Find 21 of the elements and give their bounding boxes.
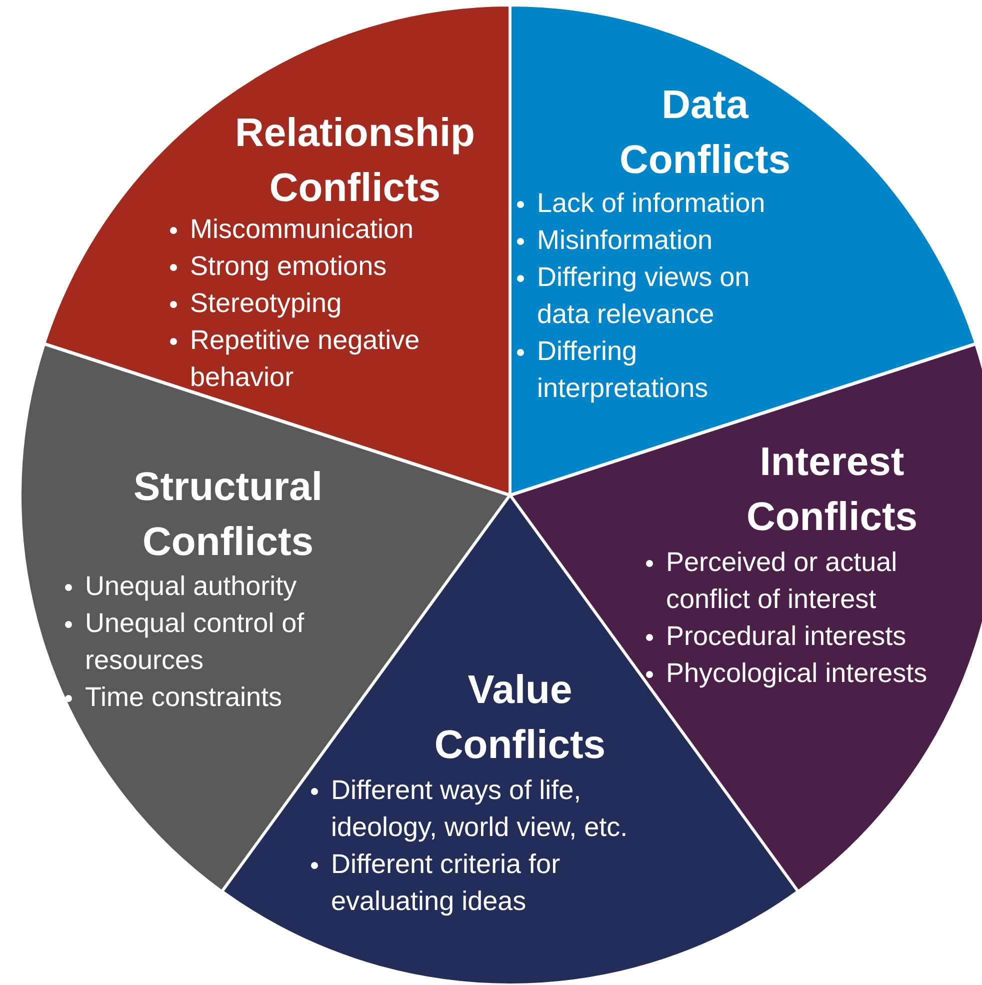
- bullet-item: Repetitive negative behavior: [190, 325, 420, 392]
- bullet-item: Differing views on data relevance: [537, 262, 750, 329]
- bullet-item: Time constraints: [85, 682, 282, 712]
- bullet-item: Strong emotions: [190, 251, 387, 281]
- bullet-item: Miscommunication: [190, 214, 414, 244]
- segment-title: Interest Conflicts: [745, 438, 919, 541]
- bullet-item: Stereotyping: [190, 288, 342, 318]
- bullet-item: Differing interpretations: [537, 336, 708, 403]
- bullet-item: Lack of information: [537, 188, 766, 218]
- bullet-item: Phycological interests: [666, 658, 928, 688]
- bullet-item: Different ways of life, ideology, world view, etc.: [330, 775, 628, 842]
- segment-title: Relationship Conflicts: [234, 110, 476, 212]
- bullet-item: Unequal authority: [85, 570, 297, 601]
- bullet-item: Misinformation: [537, 225, 713, 255]
- bullet-item: Procedural interests: [666, 620, 906, 651]
- bullet-item: Perceived or actual conflict of interest: [666, 546, 898, 614]
- bullet-item: Unequal control of resources: [85, 608, 304, 675]
- segment-title: Structural Conflicts: [132, 464, 324, 566]
- bullet-item: Different criteria for evaluating ideas: [330, 849, 560, 916]
- segment-title: Value Conflicts: [433, 667, 607, 769]
- segment-title: Data Conflicts: [618, 82, 792, 184]
